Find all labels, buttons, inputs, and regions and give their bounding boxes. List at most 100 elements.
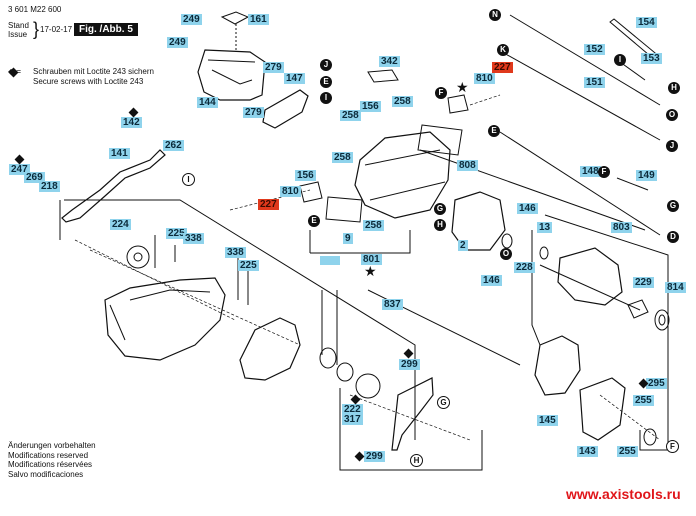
part-label: 279 — [243, 107, 264, 118]
part-label: 299 — [364, 451, 385, 462]
part-label: 814 — [665, 282, 686, 293]
part-label: 299 — [399, 359, 420, 370]
connector-g: G — [434, 203, 446, 215]
flange-disc — [126, 245, 150, 269]
part-label: 149 — [636, 170, 657, 181]
modifications-es: Salvo modificaciones — [8, 469, 84, 479]
part-label: 808 — [457, 160, 478, 171]
issue-date: 17-02-17 — [40, 25, 73, 34]
plate-837 — [391, 377, 434, 451]
part-label: 837 — [382, 299, 403, 310]
part-label: 338 — [225, 247, 246, 258]
plate-9 — [325, 196, 363, 223]
part-label: 262 — [163, 140, 184, 151]
part-label: 255 — [633, 395, 654, 406]
part-label: 9 — [343, 233, 353, 244]
brush-holder-top — [447, 94, 469, 114]
modifications-fr: Modifications réservées — [8, 460, 93, 469]
figure-title: Fig. /Abb. 5 — [74, 23, 138, 36]
connector-h: H — [434, 219, 446, 231]
connector-i: I — [320, 92, 332, 104]
part-label: 2 — [458, 240, 468, 251]
connector-i-ref: I — [182, 173, 195, 186]
part-label: 258 — [340, 110, 361, 121]
handle-lever-141 — [61, 149, 166, 223]
part-label: 141 — [109, 148, 130, 159]
part-label: 13 — [537, 222, 553, 233]
connector-h-ref: H — [410, 454, 423, 467]
blade-guard — [104, 277, 226, 361]
stator-2 — [451, 191, 506, 251]
modifications-de: Änderungen vorbehalten — [8, 441, 96, 450]
modifications-en: Modifications reserved — [8, 450, 89, 460]
connector-h: H — [668, 82, 680, 94]
stand-label: Stand — [8, 21, 29, 30]
part-label: 156 — [295, 170, 316, 181]
motor-housing-144 — [197, 49, 266, 101]
part-label: 145 — [537, 415, 558, 426]
connector-f: F — [598, 166, 610, 178]
part-label-highlight: 227 — [492, 62, 513, 73]
part-label: 342 — [379, 56, 400, 67]
part-label: 225 — [238, 260, 259, 271]
part-label: 810 — [474, 73, 495, 84]
part-label: 146 — [481, 275, 502, 286]
part-label: 269 — [24, 172, 45, 183]
part-label: 803 — [611, 222, 632, 233]
part-label: 156 — [360, 101, 381, 112]
part-label: 153 — [641, 53, 662, 64]
connector-i: I — [614, 54, 626, 66]
part-label: 810 — [280, 186, 301, 197]
loctite-legend-de: Schrauben mit Loctite 243 sichern — [33, 67, 154, 76]
part-label: 152 — [584, 44, 605, 55]
connector-d: D — [667, 231, 679, 243]
part-label: 224 — [110, 219, 131, 230]
part-label-highlight: 227 — [258, 199, 279, 210]
part-label: 229 — [633, 277, 654, 288]
plate-342 — [367, 69, 399, 83]
part-label: 801 — [361, 254, 382, 265]
brace: } — [33, 19, 40, 39]
connector-o: O — [500, 248, 512, 260]
part-label: 279 — [263, 62, 284, 73]
part-label: 161 — [248, 14, 269, 25]
blank-label — [320, 256, 340, 265]
part-label: 218 — [39, 181, 60, 192]
part-label: 258 — [363, 220, 384, 231]
part-label: 147 — [284, 73, 305, 84]
drive-cover — [239, 317, 301, 381]
connector-g-ref: G — [437, 396, 450, 409]
part-label: 249 — [181, 14, 202, 25]
part-label: 317 — [342, 414, 363, 425]
part-label: 148 — [580, 166, 601, 177]
part-label: 225 — [166, 228, 187, 239]
connector-j: J — [666, 140, 678, 152]
loctite-legend-en: Secure screws with Loctite 243 — [33, 77, 144, 86]
bearing-plate-143 — [579, 377, 626, 441]
connector-g: G — [667, 200, 679, 212]
connector-o: O — [666, 109, 678, 121]
part-label: 222 — [342, 404, 363, 415]
star-icon: ★ — [364, 263, 377, 279]
issue-label: Issue — [8, 30, 28, 39]
part-label: 255 — [617, 446, 638, 457]
plate-808 — [417, 124, 463, 156]
brush-holder — [299, 181, 323, 203]
gear-housing — [354, 131, 451, 219]
connector-e: E — [488, 125, 500, 137]
part-label: 143 — [577, 446, 598, 457]
website-link[interactable]: www.axistools.ru — [566, 486, 681, 502]
part-label: 154 — [636, 17, 657, 28]
connector-j: J — [320, 59, 332, 71]
connector-f: F — [435, 87, 447, 99]
star-icon: ★ — [456, 79, 469, 95]
connector-k: K — [497, 44, 509, 56]
part-label: 151 — [584, 77, 605, 88]
connector-e: E — [308, 215, 320, 227]
modifications-notice: Änderungen vorbehalten Modifications res… — [8, 441, 96, 479]
connector-f-ref: F — [666, 440, 679, 453]
part-label: 142 — [121, 117, 142, 128]
armature-803 — [557, 247, 623, 306]
